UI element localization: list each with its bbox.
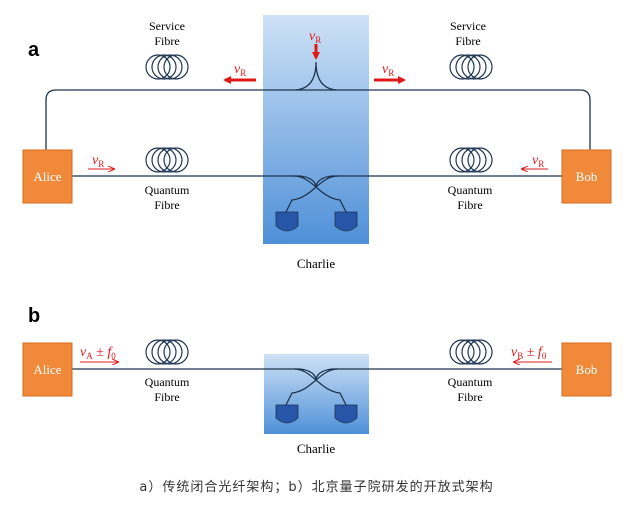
service-fibre-line (45, 89, 591, 150)
quantum-fibre-line-b (72, 368, 562, 382)
detector-left-b (275, 404, 299, 424)
bob-node-a (561, 149, 612, 204)
panel-a-label: a (28, 39, 40, 61)
beamsplitter-a (285, 175, 347, 213)
alice-label-b: Alice (33, 362, 61, 377)
figure-caption: a）传统闭合光纤架构；b）北京量子院研发的开放式架构 (139, 480, 494, 495)
panel-b-label: b (28, 305, 40, 327)
quantum-fibre-label-right-a-2: Fibre (457, 198, 482, 212)
charlie-box-b (264, 354, 369, 434)
vb-label: νB ± f0 (511, 345, 547, 361)
quantum-fibre-coil-right-b (449, 339, 493, 365)
service-fibre-coil-left (145, 54, 189, 80)
charlie-label-a: Charlie (297, 256, 335, 271)
vr-thin-label-left: νR (92, 153, 104, 169)
vr-label-left: νR (234, 62, 246, 78)
alice-node-b (22, 342, 73, 397)
quantum-fibre-label-left-a-2: Fibre (154, 198, 179, 212)
detector-left-a (275, 211, 299, 232)
bob-label-b: Bob (576, 362, 598, 377)
detector-right-b (334, 404, 358, 424)
quantum-fibre-label-right-a-1: Quantum (448, 183, 493, 197)
quantum-fibre-coil-left-a (145, 147, 189, 173)
detector-right-a (334, 211, 358, 232)
service-fibre-label-right-2: Fibre (455, 34, 480, 48)
quantum-fibre-coil-right-a (449, 147, 493, 173)
alice-label-a: Alice (33, 169, 61, 184)
quantum-fibre-label-left-b-2: Fibre (154, 390, 179, 404)
service-fibre-label-left-2: Fibre (154, 34, 179, 48)
service-fibre-label-right-1: Service (450, 19, 486, 33)
service-fibre-label-left-1: Service (149, 19, 185, 33)
quantum-fibre-label-left-a-1: Quantum (145, 183, 190, 197)
bob-node-b (561, 342, 612, 397)
vr-label-top: νR (309, 29, 321, 45)
vr-thin-label-right: νR (532, 153, 544, 169)
quantum-fibre-line-a (72, 175, 562, 189)
quantum-fibre-label-left-b-1: Quantum (145, 375, 190, 389)
quantum-fibre-label-right-b-1: Quantum (448, 375, 493, 389)
vr-label-right: νR (382, 62, 394, 78)
service-fibre-coil-right (449, 54, 493, 80)
quantum-fibre-coil-left-b (145, 339, 189, 365)
bob-label-a: Bob (576, 169, 598, 184)
charlie-label-b: Charlie (297, 441, 335, 456)
beamsplitter-b (285, 368, 347, 406)
alice-node-a (22, 149, 73, 204)
quantum-fibre-label-right-b-2: Fibre (457, 390, 482, 404)
va-label: νA ± f0 (80, 345, 116, 361)
service-splitter (295, 61, 337, 91)
